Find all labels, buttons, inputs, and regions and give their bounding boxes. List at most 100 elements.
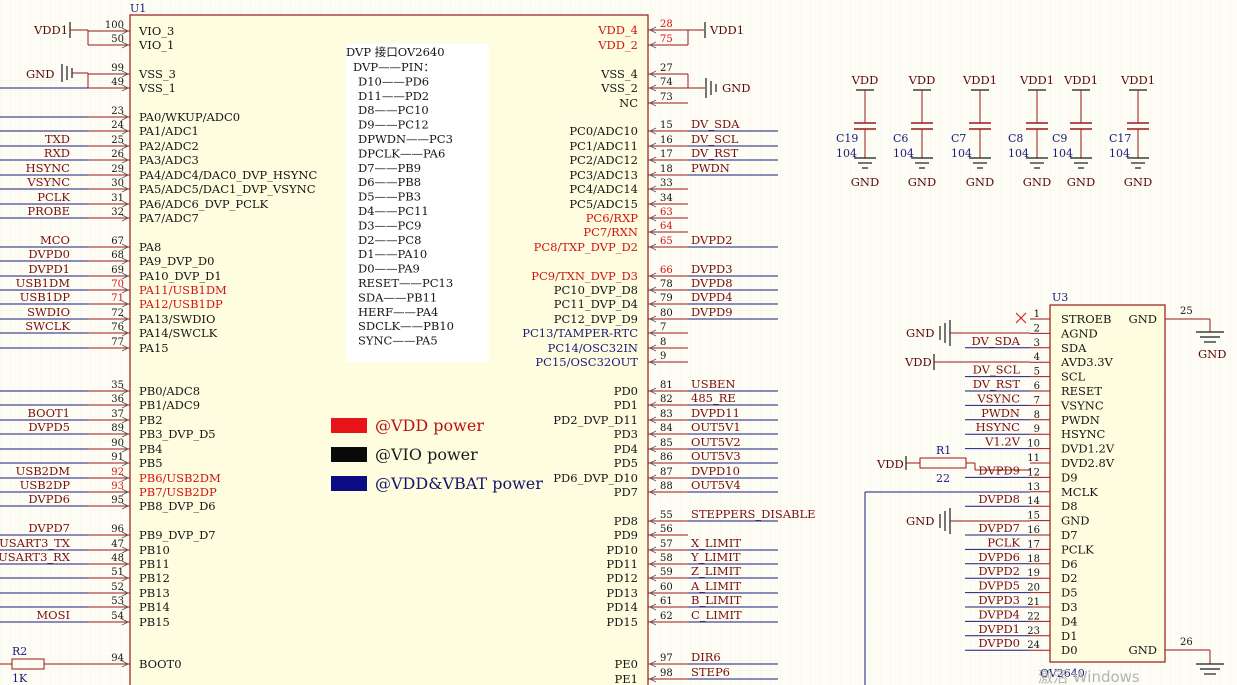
r2-resistor[interactable]: R2 1K <box>0 645 130 685</box>
u3-body[interactable] <box>1049 304 1166 663</box>
r1-resistor[interactable]: VDD R1 22 <box>876 444 1030 485</box>
